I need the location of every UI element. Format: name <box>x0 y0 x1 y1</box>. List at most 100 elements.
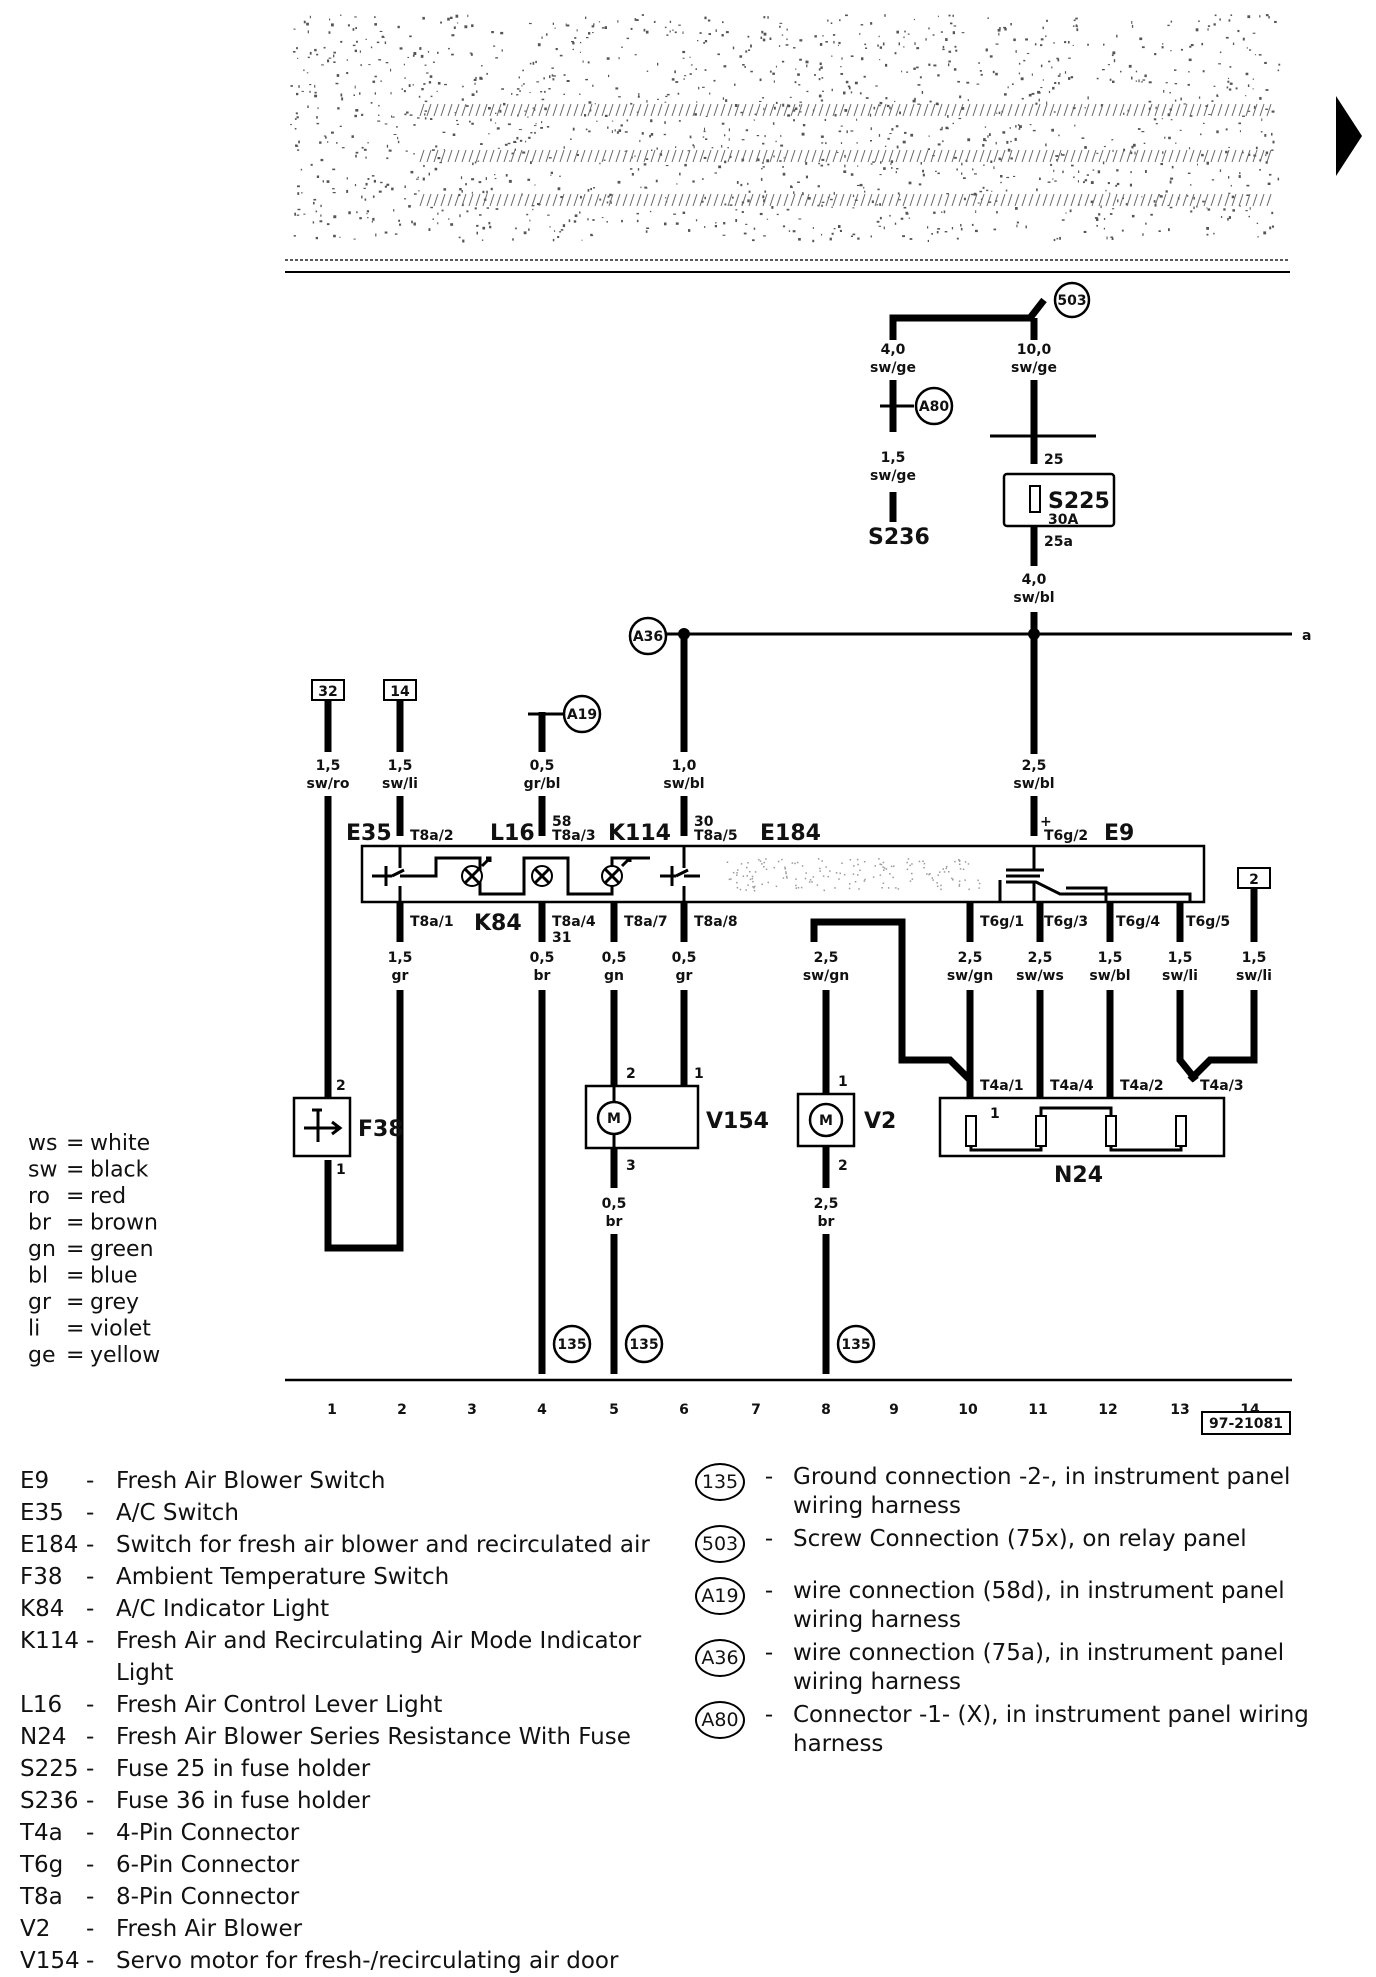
pin-25a-label: 25a <box>1044 534 1073 550</box>
color-equals: = <box>66 1264 84 1289</box>
connection-text: Ground connection -2-, in instrument pan… <box>793 1464 1291 1519</box>
legend-code: T6g <box>20 1852 64 1878</box>
motor-M-label: M <box>819 1113 833 1129</box>
figure-code: 97-21081 <box>1209 1416 1283 1432</box>
legend-text: 8-Pin Connector <box>116 1884 300 1910</box>
legend-text: Fresh Air and Recirculating Air Mode Ind… <box>116 1628 642 1686</box>
legend-dash: - <box>86 1788 95 1814</box>
wire-color-label: br <box>534 968 551 984</box>
pin-25-label: 25 <box>1044 452 1063 468</box>
legend-dash: - <box>86 1916 95 1942</box>
connection-symbol: 503 <box>695 1525 745 1563</box>
legend-dash: - <box>86 1692 95 1718</box>
component-E35-label: E35 <box>346 821 392 846</box>
wiring-diagram: 503 4,0 sw/ge 10,0 sw/ge A80 1,5 sw/ge S… <box>28 14 1362 1435</box>
component-E9-label: E9 <box>1104 821 1134 846</box>
pin-2-label: 2 <box>626 1066 636 1082</box>
wire-size-label: 1,5 <box>1098 950 1123 966</box>
component-K114-label: K114 <box>608 821 671 846</box>
continuation-a: a <box>1302 628 1311 644</box>
legend-dash: - <box>86 1724 95 1750</box>
wire-color-label: sw/li <box>1236 968 1272 984</box>
component-F38-label: F38 <box>358 1117 404 1142</box>
legend-dash: - <box>86 1596 95 1622</box>
legend-dash: - <box>86 1628 95 1654</box>
color-name: green <box>90 1237 154 1262</box>
legend-row: E9-Fresh Air Blower Switch <box>20 1465 660 1497</box>
wire-color-label: sw/ge <box>1011 360 1057 376</box>
circle-135-label: 135 <box>841 1337 870 1353</box>
wire-color-label: sw/ws <box>1016 968 1064 984</box>
grid-number: 8 <box>821 1402 831 1418</box>
lamp-K84-icon <box>461 856 492 887</box>
pin-label: T8a/7 <box>624 914 668 930</box>
legend-text: 6-Pin Connector <box>116 1852 300 1878</box>
legend-row: L16-Fresh Air Control Lever Light <box>20 1689 660 1721</box>
connection-symbol: 135 <box>695 1463 745 1501</box>
circle-135-label: 135 <box>557 1337 586 1353</box>
wire-size-label: 2,5 <box>814 950 839 966</box>
wire-size-label: 1,5 <box>1242 950 1267 966</box>
lamp-K114-icon <box>601 856 632 887</box>
circle-A80-label: A80 <box>919 399 950 415</box>
color-name: grey <box>90 1290 139 1315</box>
wire-size-label: 2,5 <box>958 950 983 966</box>
wire-color-label: sw/li <box>1162 968 1198 984</box>
legend-row: V154-Servo motor for fresh-/recirculatin… <box>20 1945 660 1977</box>
motor-M-label: M <box>607 1111 621 1127</box>
pin-2-label: 2 <box>336 1078 346 1094</box>
color-code: gr <box>28 1290 52 1315</box>
legend-dash: - <box>86 1820 95 1846</box>
legend-row: E184-Switch for fresh air blower and rec… <box>20 1529 660 1561</box>
component-E184-label: E184 <box>760 821 821 846</box>
connection-legend: 135-Ground connection -2-, in instrument… <box>695 1463 1335 1762</box>
color-equals: = <box>66 1158 84 1183</box>
wire-color-label: sw/ge <box>870 360 916 376</box>
play-triangle-icon[interactable] <box>1336 96 1362 176</box>
grid-number: 3 <box>467 1402 477 1418</box>
legend-text: Fuse 25 in fuse holder <box>116 1756 371 1782</box>
pin-label: T6g/5 <box>1186 914 1230 930</box>
connection-legend-row: A19-wire connection (58d), in instrument… <box>695 1577 1335 1635</box>
legend-dash: - <box>86 1884 95 1910</box>
color-code: br <box>28 1211 52 1236</box>
pin-label: T6g/2 <box>1044 828 1088 844</box>
grid-number: 6 <box>679 1402 689 1418</box>
legend-text: Fresh Air Blower Switch <box>116 1468 386 1494</box>
grid-number: 1 <box>327 1402 337 1418</box>
color-name: violet <box>90 1317 151 1342</box>
fuse-S236-label: S236 <box>868 525 930 550</box>
wire-color-label: br <box>606 1214 623 1230</box>
color-name: white <box>90 1131 150 1156</box>
legend-code: T4a <box>20 1820 63 1846</box>
color-code: bl <box>28 1264 48 1289</box>
pin-2-label: 2 <box>838 1158 848 1174</box>
component-V154-label: V154 <box>706 1109 769 1134</box>
wire-color-label: sw/ro <box>307 776 350 792</box>
circle-A36-label: A36 <box>633 629 663 645</box>
legend-row: S225-Fuse 25 in fuse holder <box>20 1753 660 1785</box>
switch-panel <box>360 844 1206 904</box>
legend-code: E35 <box>20 1500 64 1526</box>
connection-text: wire connection (75a), in instrument pan… <box>793 1640 1285 1695</box>
fuse-S225-amp: 30A <box>1048 512 1078 528</box>
pin-label: T6g/4 <box>1116 914 1160 930</box>
wire-color-label: br <box>818 1214 835 1230</box>
connection-legend-row: A80-Connector -1- (X), in instrument pan… <box>695 1701 1335 1759</box>
circle-503-label: 503 <box>1057 293 1086 309</box>
legend-dash: - <box>86 1852 95 1878</box>
legend-code: E184 <box>20 1532 79 1558</box>
color-equals: = <box>66 1317 84 1342</box>
panel-bottom-labels: T8a/1 K84 T8a/4 31 T8a/7 T8a/8 T6g/1 T6g… <box>410 911 1230 946</box>
legend-dash: - <box>86 1532 95 1558</box>
pin-1-label: 1 <box>694 1066 704 1082</box>
pin-label: T4a/1 <box>980 1078 1024 1094</box>
grid-number: 2 <box>397 1402 407 1418</box>
wire-size-label: 0,5 <box>672 950 697 966</box>
color-equals: = <box>66 1290 84 1315</box>
legend-code: S236 <box>20 1788 79 1814</box>
pin-label: T8a/4 <box>552 914 596 930</box>
wire-size-label: 4,0 <box>881 342 906 358</box>
pin-1-label: 1 <box>838 1074 848 1090</box>
